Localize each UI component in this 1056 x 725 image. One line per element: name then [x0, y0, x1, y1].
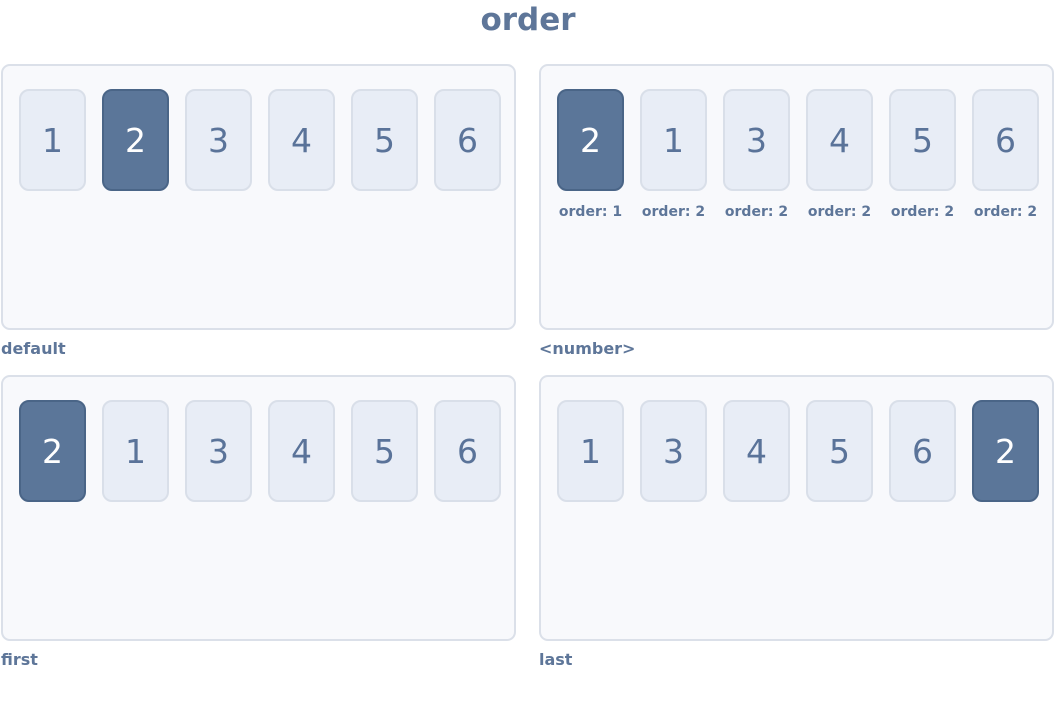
flex-item: 3 order: 2	[723, 89, 790, 221]
order-note: order: 2	[807, 204, 872, 220]
flex-item: 2	[102, 89, 169, 191]
flex-item: 1	[557, 400, 624, 502]
flex-item: 3	[185, 400, 252, 502]
panel-label-number: <number>	[539, 339, 636, 358]
highlighted-item-tile: 2	[102, 89, 169, 191]
order-note: order: 2	[890, 204, 955, 220]
item-tile: 5	[351, 89, 418, 191]
highlighted-item-tile: 2	[19, 400, 86, 502]
flex-item: 6	[889, 400, 956, 502]
item-tile: 3	[185, 89, 252, 191]
item-tile: 6	[434, 89, 501, 191]
item-tile: 1	[557, 400, 624, 502]
flex-item: 5	[806, 400, 873, 502]
flex-item: 4	[268, 89, 335, 191]
order-note: order: 2	[641, 204, 706, 220]
flex-item: 3	[185, 89, 252, 191]
flex-item: 2	[972, 400, 1039, 502]
flex-item: 4	[268, 400, 335, 502]
order-note: order: 2	[724, 204, 789, 220]
item-tile: 4	[806, 89, 873, 191]
flex-item: 1	[102, 400, 169, 502]
item-tile: 4	[268, 400, 335, 502]
flex-item: 6	[434, 89, 501, 191]
item-tile: 3	[185, 400, 252, 502]
item-tile: 1	[102, 400, 169, 502]
item-tile: 5	[351, 400, 418, 502]
page-title: order	[480, 2, 576, 38]
panel-label-first: first	[1, 650, 38, 669]
panel-number: 2 order: 1 1 order: 2 3 order: 2 4 order: 2 5 ord…	[539, 64, 1054, 330]
item-tile: 4	[723, 400, 790, 502]
panel-label-default: default	[1, 339, 66, 358]
item-tile: 6	[889, 400, 956, 502]
item-tile: 6	[434, 400, 501, 502]
highlighted-item-tile: 2	[557, 89, 624, 191]
flex-item: 5 order: 2	[889, 89, 956, 221]
flex-item: 4	[723, 400, 790, 502]
flex-item: 1 order: 2	[640, 89, 707, 221]
item-tile: 6	[972, 89, 1039, 191]
flex-item: 1	[19, 89, 86, 191]
item-tile: 1	[640, 89, 707, 191]
item-tile: 5	[806, 400, 873, 502]
flex-item: 2	[19, 400, 86, 502]
item-tile: 4	[268, 89, 335, 191]
flex-item: 6 order: 2	[972, 89, 1039, 221]
item-tile: 3	[723, 89, 790, 191]
flex-item: 6	[434, 400, 501, 502]
flex-item: 4 order: 2	[806, 89, 873, 221]
item-tile: 3	[640, 400, 707, 502]
order-note: order: 1	[558, 204, 623, 220]
item-tile: 1	[19, 89, 86, 191]
flex-item: 2 order: 1	[557, 89, 624, 221]
highlighted-item-tile: 2	[972, 400, 1039, 502]
flex-item: 5	[351, 89, 418, 191]
item-tile: 5	[889, 89, 956, 191]
order-note: order: 2	[973, 204, 1038, 220]
panel-label-last: last	[539, 650, 573, 669]
flex-item: 3	[640, 400, 707, 502]
tile-row: 2 order: 1 1 order: 2 3 order: 2 4 order: 2 5 ord…	[557, 89, 1039, 221]
flex-item: 5	[351, 400, 418, 502]
